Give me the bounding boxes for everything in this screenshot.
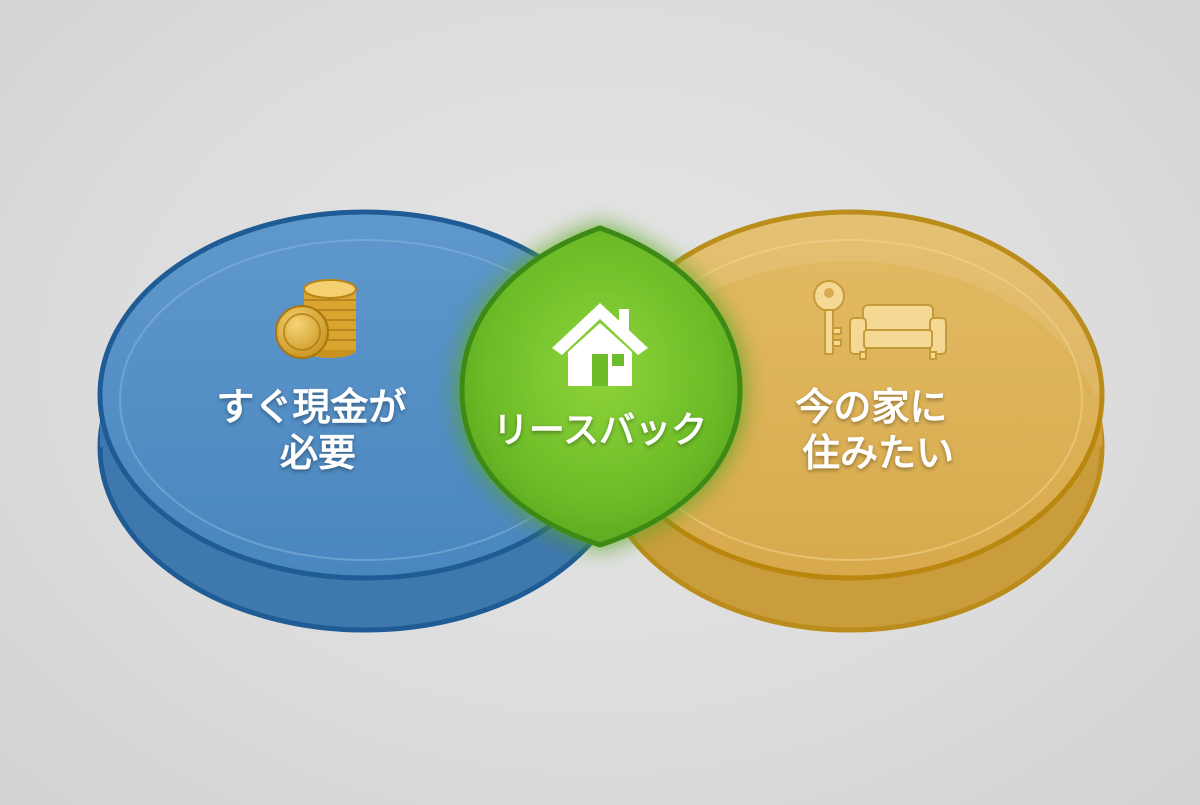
right-label-line-1: 今の家に [795,385,947,429]
left-label-line-1: すぐ現金が [216,385,406,429]
intersection-label: リースバック [493,410,707,451]
sofa-icon [849,304,947,360]
house-icon [552,303,648,386]
intersection [459,225,743,548]
coins-icon [275,279,357,359]
left-label-line-2: 必要 [280,431,356,475]
left-circle-label: すぐ現金が 必要 [216,385,419,475]
right-circle-label: 今の家に 住みたい [795,385,960,475]
key-sofa-icon [813,280,947,360]
right-label-line-2: 住みたい [802,431,954,475]
